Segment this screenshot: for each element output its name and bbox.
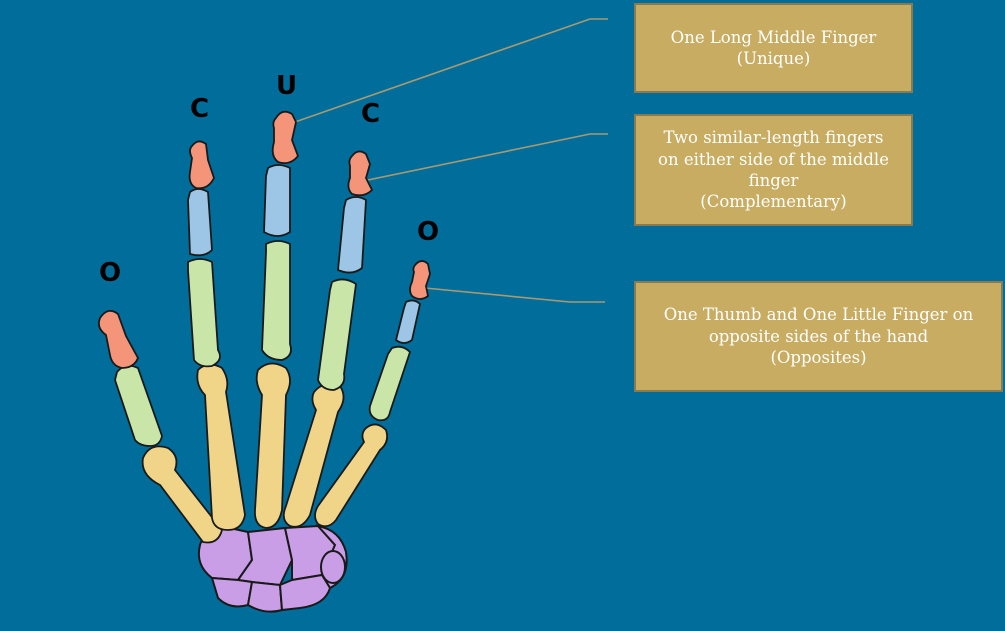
callout-opposites-line-3: (Opposites) (770, 348, 867, 368)
callout-complementary-line-1: Two similar-length fingers (663, 128, 884, 148)
callout-opposites-line-2: opposite sides of the hand (708, 326, 929, 346)
callout-opposites-line-1: One Thumb and One Little Finger on (663, 305, 974, 325)
callout-complementary-line-3: finger (748, 171, 799, 190)
ring-distal-phalanx (347, 150, 374, 197)
little-distal-phalanx (409, 260, 431, 300)
leader-lines (294, 18, 608, 303)
little-middle-phalanx (394, 299, 421, 344)
callout-unique-line-1: One Long Middle Finger (670, 27, 877, 47)
ring-finger-bones (282, 150, 374, 528)
leader-line-unique (294, 18, 608, 123)
middle-finger-bones (254, 110, 300, 529)
middle-proximal-phalanx (261, 240, 292, 361)
callout-complementary: Two similar-length fingers on either sid… (634, 114, 913, 226)
thumb-bones (97, 309, 223, 544)
little-metacarpal (314, 423, 389, 528)
callout-unique: One Long Middle Finger (Unique) (634, 3, 913, 93)
carpal-bone (246, 580, 284, 613)
carpal-bone (320, 550, 346, 584)
index-middle-phalanx (187, 188, 213, 257)
middle-distal-phalanx (271, 110, 300, 165)
index-proximal-phalanx (187, 258, 221, 368)
leader-line-opposites (424, 287, 605, 303)
callout-complementary-line-2: on either side of the middle (658, 149, 889, 169)
carpal-bones (197, 524, 348, 613)
callout-complementary-line-4: (Complementary) (700, 192, 847, 212)
thumb-proximal-phalanx (114, 364, 163, 447)
carpal-bone (278, 573, 332, 612)
ring-proximal-phalanx (317, 278, 357, 391)
little-finger-bones (314, 260, 431, 528)
carpal-bone (210, 576, 254, 608)
letter-thumb: O (99, 258, 121, 288)
letter-index: C (190, 94, 209, 124)
middle-middle-phalanx (263, 164, 291, 237)
callout-unique-line-2: (Unique) (736, 49, 811, 68)
callout-opposites: One Thumb and One Little Finger on oppos… (634, 281, 1003, 392)
index-distal-phalanx (188, 140, 215, 190)
letter-little: O (417, 217, 439, 247)
thumb-distal-phalanx (97, 309, 139, 369)
ring-middle-phalanx (337, 196, 367, 274)
index-finger-bones (187, 140, 246, 531)
leader-line-complementary (367, 133, 608, 181)
little-proximal-phalanx (368, 345, 412, 422)
middle-metacarpal (254, 362, 291, 529)
letter-middle: U (276, 71, 297, 101)
letter-ring: C (361, 99, 380, 129)
index-metacarpal (196, 363, 246, 531)
